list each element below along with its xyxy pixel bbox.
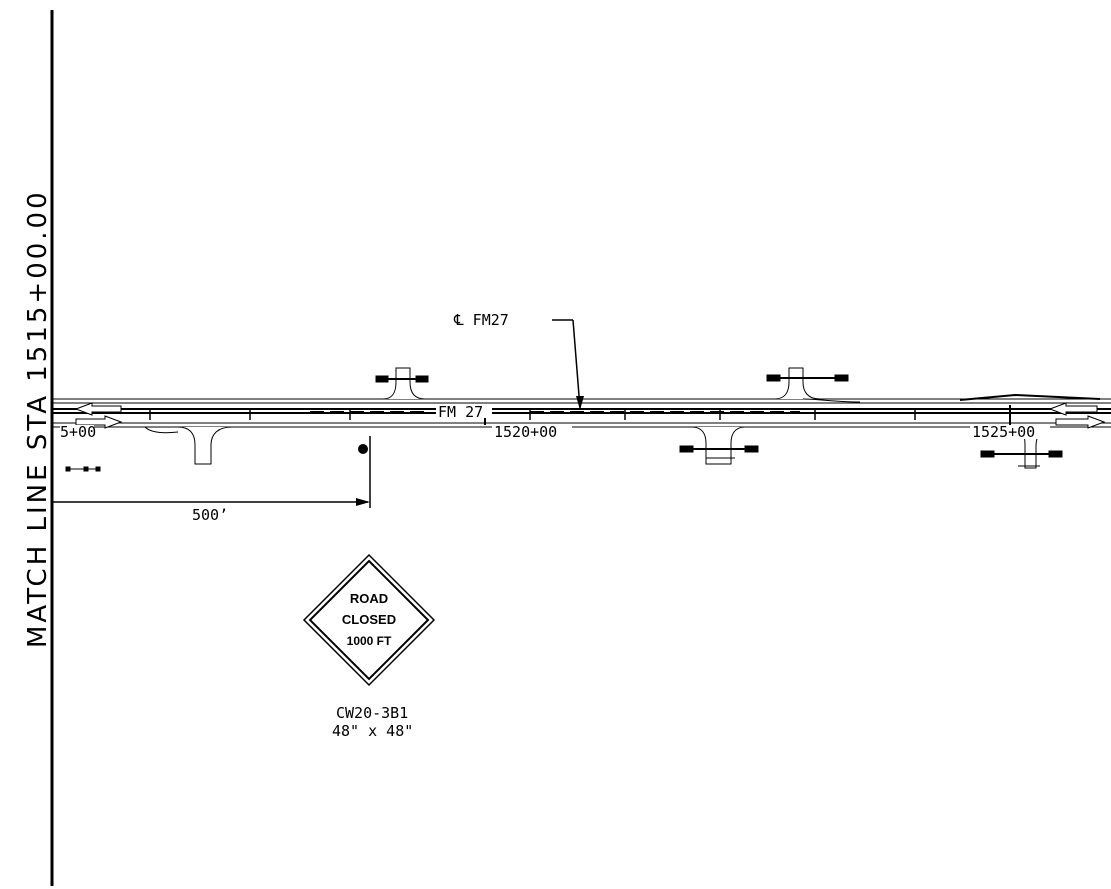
match-line-label: MATCH LINE STA 1515+00.00 — [23, 189, 53, 648]
arrow-left-icon — [1048, 402, 1098, 416]
driveways-south — [144, 426, 1049, 469]
dimension-500 — [52, 436, 371, 508]
lane-arrows — [74, 402, 1106, 429]
sign-size: 48" x 48" — [332, 722, 413, 740]
station-label-left: 5+00 — [60, 423, 96, 441]
barricades — [65, 374, 1063, 472]
driveway-north-2 — [774, 367, 821, 400]
driveway-north-3 — [959, 393, 1101, 401]
driveway-south-2 — [691, 426, 746, 465]
small-barricade-icon — [65, 466, 101, 472]
barricade-icon — [980, 450, 1063, 458]
centerline-label: ℄ FM27 — [453, 311, 509, 329]
road-closed-sign — [302, 553, 436, 687]
barricade-icon — [375, 375, 429, 383]
sign-line-1: ROAD — [350, 591, 388, 606]
barricade-icon — [679, 445, 759, 453]
driveway-south-1-curb — [144, 426, 179, 434]
driveway-south-1 — [177, 426, 233, 465]
station-ticks — [149, 405, 1011, 425]
station-label-1520: 1520+00 — [494, 423, 557, 441]
barricade-icon — [766, 374, 849, 382]
centerline-leader — [552, 319, 584, 410]
driveway-north-1 — [382, 367, 426, 400]
driveways-north — [382, 367, 1101, 403]
sign-line-2: CLOSED — [342, 612, 396, 627]
road-name-label: FM 27 — [438, 403, 483, 421]
sign-location-dot — [358, 444, 368, 454]
arrow-left-icon — [74, 402, 122, 416]
driveway-north-2-curb — [802, 398, 861, 403]
arrow-right-icon — [1055, 415, 1106, 429]
sign-line-3: 1000 FT — [347, 634, 392, 648]
sign-code: CW20-3B1 — [336, 704, 408, 722]
station-label-1525: 1525+00 — [972, 423, 1035, 441]
dimension-label: 500’ — [192, 506, 228, 524]
